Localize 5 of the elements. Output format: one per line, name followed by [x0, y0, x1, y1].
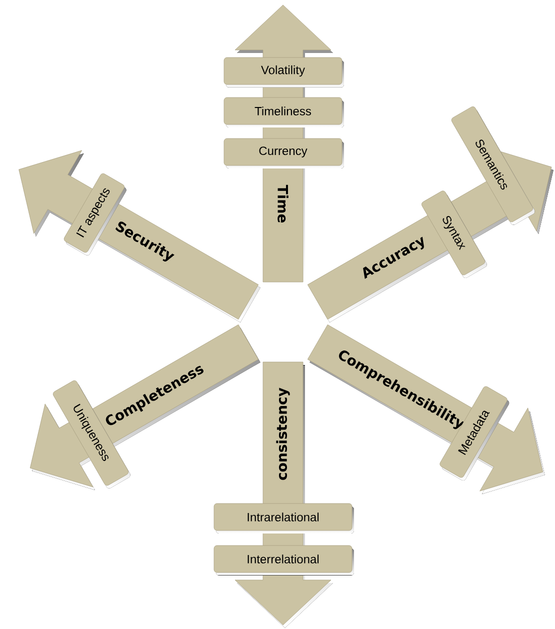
label-box: Currency — [224, 138, 344, 168]
label-box: Volatility — [224, 57, 344, 88]
label-box: Timeliness — [224, 97, 344, 128]
label-box: Interrelational — [214, 545, 354, 576]
label-box: Intrarelational — [214, 503, 354, 534]
